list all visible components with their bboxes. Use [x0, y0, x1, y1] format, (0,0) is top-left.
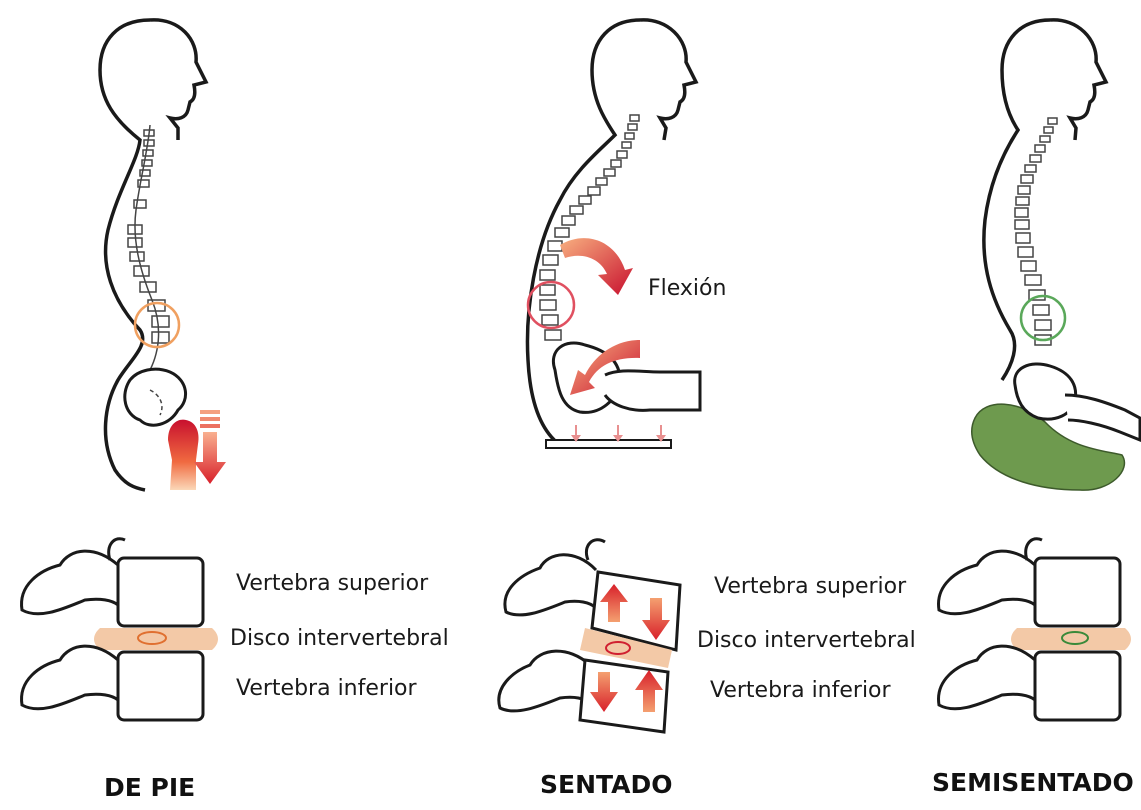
sitting-seat: [546, 425, 671, 448]
standing-upper-vertebra: [118, 558, 203, 626]
semisitting-figure: [972, 20, 1140, 490]
semisitting-caption: SEMISENTADO: [932, 768, 1134, 797]
semisitting-thigh: [1065, 395, 1140, 440]
standing-pelvis: [125, 369, 186, 425]
sitting-lower-vertebra-label: Vertebra inferior: [710, 678, 891, 703]
standing-upper-vertebra-label: Vertebra superior: [236, 571, 428, 596]
semisitting-highlight-circle: [1021, 296, 1065, 340]
standing-highlight-circle: [135, 303, 179, 347]
standing-lower-process: [22, 646, 118, 709]
sitting-thigh: [605, 371, 700, 410]
sitting-vertebra-detail: [499, 540, 680, 732]
sitting-face-outline: [640, 20, 696, 140]
standing-load-arrow: [194, 410, 226, 484]
standing-upper-process: [22, 551, 118, 614]
standing-face-outline: [150, 20, 206, 140]
sitting-figure: [527, 20, 700, 448]
sitting-flexion-arrow-upper: [560, 238, 633, 295]
flexion-label: Flexión: [648, 276, 726, 301]
semisitting-upper-vertebra: [1035, 558, 1120, 626]
standing-lower-vertebra-label: Vertebra inferior: [236, 676, 417, 701]
sitting-upper-process: [505, 555, 596, 615]
sitting-caption: SENTADO: [540, 770, 672, 799]
semisitting-lower-process: [939, 646, 1035, 709]
standing-hip-joint: [168, 420, 199, 490]
semisitting-vertebra-detail: [939, 539, 1131, 720]
semisitting-upper-process: [939, 551, 1035, 614]
sitting-upper-vertebra-label: Vertebra superior: [714, 574, 906, 599]
sitting-spine: [540, 115, 639, 340]
standing-caption: DE PIE: [104, 773, 195, 802]
standing-figure: [100, 20, 226, 490]
standing-lower-vertebra: [118, 652, 203, 720]
semisitting-face-outline: [1050, 20, 1106, 140]
sitting-disc-label: Disco intervertebral: [697, 628, 916, 653]
semisitting-lower-vertebra: [1035, 652, 1120, 720]
standing-vertebra-detail: [22, 539, 218, 720]
standing-disc-label: Disco intervertebral: [230, 626, 449, 651]
sitting-lower-process: [499, 651, 590, 711]
